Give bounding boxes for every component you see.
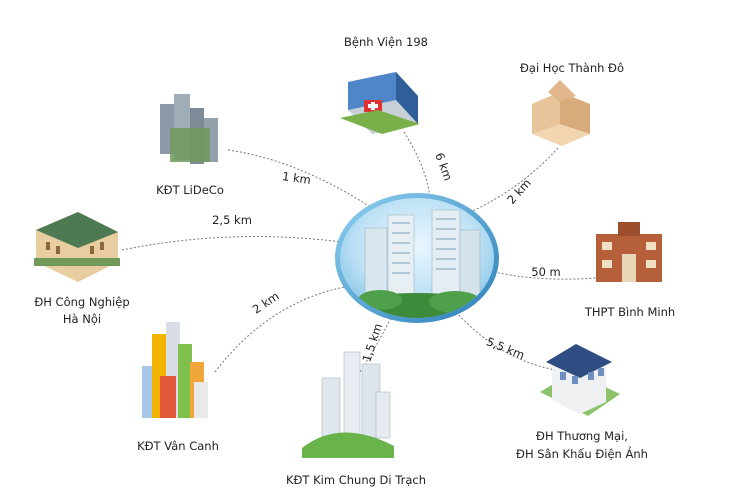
skyscraper-cluster-icon <box>302 351 394 458</box>
connector-binh-minh <box>493 271 597 280</box>
connector-lideco <box>227 149 379 213</box>
place-benh-vien-198: Bệnh Viện 198 6 km <box>340 35 455 183</box>
place-label: Bệnh Viện 198 <box>344 35 428 49</box>
place-label: Hà Nội <box>63 312 101 326</box>
place-dh-thuong-mai: ĐH Thương Mại, ĐH Sân Khấu Điện Ảnh 5,5 … <box>484 334 648 461</box>
university-building-icon <box>532 80 590 146</box>
place-dh-cong-nghiep: ĐH Công Nghiệp Hà Nội 2,5 km <box>34 212 252 326</box>
distance-label: 2 km <box>504 176 534 207</box>
colorful-towers-icon <box>142 322 208 418</box>
connector-thanh-do <box>465 147 559 215</box>
place-label: Đại Học Thành Đô <box>520 61 624 75</box>
place-kdt-van-canh: KĐT Vân Canh 2 km <box>137 289 282 453</box>
distance-label: 2,5 km <box>212 213 252 227</box>
distance-label: 2 km <box>250 289 282 317</box>
place-kdt-lideco: KĐT LiDeCo 1 km <box>156 94 312 197</box>
distance-label: 1 km <box>281 169 312 187</box>
school-building-icon <box>596 222 662 282</box>
place-label: KĐT Kim Chung Di Trạch <box>286 473 426 487</box>
place-kdt-kim-chung: KĐT Kim Chung Di Trạch 1,5 km <box>286 322 426 487</box>
hospital-building-icon <box>340 72 420 134</box>
place-label: THPT Bình Minh <box>584 305 675 319</box>
place-thpt-binh-minh: THPT Bình Minh 50 m <box>531 222 675 319</box>
house-building-icon <box>540 344 620 416</box>
center-project-image <box>335 193 499 323</box>
distance-label: 50 m <box>531 265 561 279</box>
connector-benh-vien <box>403 131 431 201</box>
place-label: KĐT LiDeCo <box>156 183 224 197</box>
place-label: ĐH Công Nghiệp <box>34 295 129 309</box>
place-dai-hoc-thanh-do: Đại Học Thành Đô 2 km <box>504 61 624 207</box>
place-label: ĐH Sân Khấu Điện Ảnh <box>516 445 648 461</box>
connector-lines <box>121 131 597 373</box>
connector-van-canh <box>214 285 351 373</box>
place-label: KĐT Vân Canh <box>137 439 219 453</box>
historic-building-icon <box>34 212 120 282</box>
distance-label: 5,5 km <box>484 334 526 362</box>
connector-cong-nghiep <box>121 236 343 251</box>
distance-label: 6 km <box>432 151 455 183</box>
connector-thuong-mai <box>455 311 557 371</box>
place-label: ĐH Thương Mại, <box>536 429 628 443</box>
tower-cluster-icon <box>160 94 218 164</box>
distance-label: 1,5 km <box>359 322 385 364</box>
